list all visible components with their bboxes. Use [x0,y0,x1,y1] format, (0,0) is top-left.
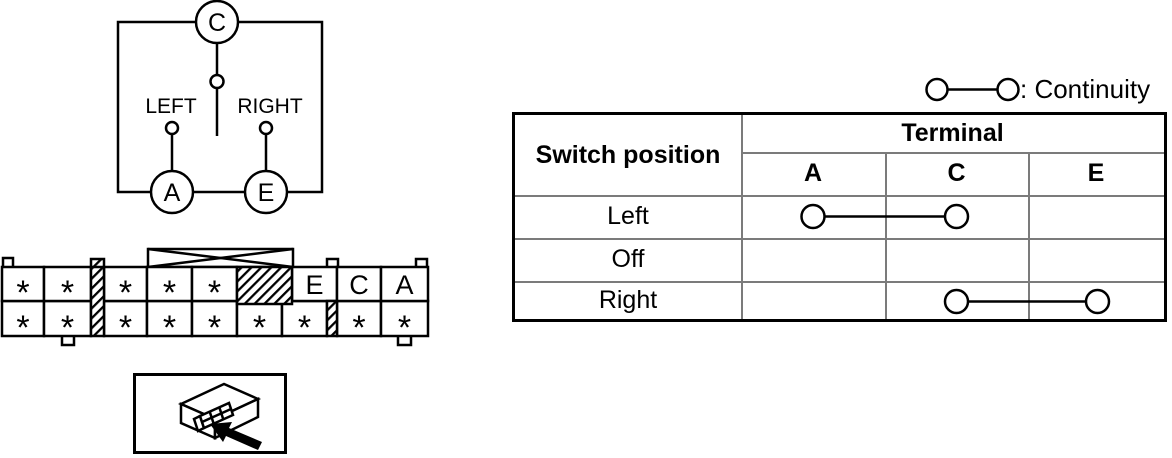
connector-keyway-crossed-box [146,247,295,269]
table-header-terminal-a: A [803,159,823,187]
terminal-e-circle [243,169,289,215]
connector-pin-label: * [119,274,132,312]
table-grid-line [515,238,1164,240]
relay-icon [177,382,262,450]
connector-pin-label: * [16,309,29,347]
connector-strip-hatched [89,265,106,338]
connector-cell-hatched [235,265,294,306]
continuity-symbol-left-a-c [800,203,970,230]
left-contact-circle [164,120,180,136]
arrow-icon [210,422,262,450]
connector-strip-hatched [325,299,339,338]
table-grid-line [885,152,887,319]
table-grid-line [741,152,1164,154]
connector-pin-label: * [16,274,29,312]
table-header-terminal: Terminal [901,119,1004,147]
relay-connector-pins [192,401,235,433]
terminal-c-circle [194,0,240,45]
terminal-a-circle [149,169,195,215]
table-row-left: Left [607,202,649,230]
continuity-symbol-right-c-e [943,288,1111,315]
table-header-terminal-c: C [947,159,966,187]
table-continuity-symbols [800,203,1111,315]
right-contact-circle [258,120,274,136]
table-grid-line [1028,152,1030,319]
relay-locator-box [133,373,287,454]
switch-circuit-diagram: C A E LEFT RIGHT [116,0,324,215]
connector-pin-label: * [61,274,74,312]
connector-pin-label: * [352,309,365,347]
terminal-c-label: C [208,9,226,37]
connector-pin-label: * [208,274,221,312]
connector-pin-label: * [163,274,176,312]
connector-pin-label: * [119,309,132,347]
connector-pin-label: * [61,309,74,347]
continuity-legend-label: : Continuity [1020,74,1151,104]
continuity-table: Switch position Terminal A C E Left Off … [512,112,1167,322]
table-grid-line [515,195,1164,197]
connector-pin-c-label: C [349,270,369,300]
connector-pinout-diagram: * * * * * E C A * * * * * * * * * [0,247,430,347]
table-header-terminal-e: E [1087,159,1105,187]
connector-pin-label: * [253,309,266,347]
connector-pin-label: * [208,309,221,347]
table-grid-line [741,115,743,319]
continuity-symbol-icon [925,77,1020,102]
pivot-contact-circle [209,73,225,90]
table-header-switch-position: Switch position [535,140,721,169]
table-row-right: Right [598,285,658,314]
table-grid-line [515,281,1164,283]
connector-top-row [0,265,430,303]
terminal-e-label: E [258,179,275,207]
table-row-off: Off [611,245,645,273]
left-position-label: LEFT [145,95,197,118]
connector-pin-e-label: E [305,270,323,300]
connector-pin-label: * [398,309,411,347]
connector-pin-label: * [163,309,176,347]
connector-pin-label: * [298,309,311,347]
terminal-a-label: A [164,179,181,207]
right-position-label: RIGHT [237,95,303,118]
connector-pin-a-label: A [395,270,413,300]
